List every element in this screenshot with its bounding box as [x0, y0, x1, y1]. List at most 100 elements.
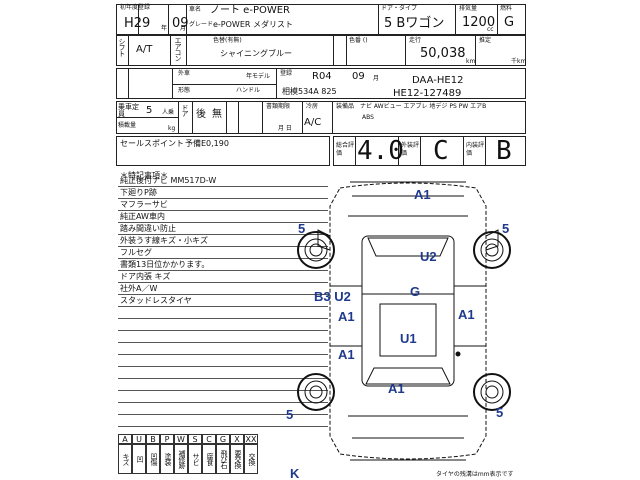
thousand-km-label: 千km	[511, 58, 527, 65]
mark-left-rear-tire: 5	[286, 407, 294, 422]
mileage: 50,038	[420, 46, 466, 61]
exterior-rating-label: 外装評価	[401, 142, 420, 157]
tire-note: タイヤの残溝はmm表示です	[436, 471, 514, 478]
reg-era: R04	[312, 71, 332, 82]
note-line: 書類13日位かかります。	[120, 260, 210, 269]
sales-point-text: 予備E0,190	[185, 139, 229, 148]
first-reg-month: 09	[172, 16, 189, 31]
legend-header: W	[174, 434, 188, 444]
exterior-rating: C	[433, 136, 449, 166]
first-reg-label: 初年度登録	[120, 4, 151, 11]
month-label: 月	[180, 25, 187, 32]
fuel-label: 燃料	[500, 5, 513, 12]
legend-header: P	[160, 434, 174, 444]
car-diagram	[317, 181, 499, 461]
mark-right-front-tire: 5	[502, 221, 510, 236]
displacement-label: 排気量	[459, 5, 478, 12]
legend-label: サビ	[188, 444, 202, 474]
note-line: 純正AW車内	[120, 212, 165, 221]
legend-header: C	[202, 434, 216, 444]
legend-label: 要交換	[230, 444, 244, 474]
load-unit: kg	[168, 125, 176, 132]
shift: A/T	[136, 44, 153, 55]
car-name-label: 車名	[189, 6, 202, 13]
mark-left-front-tire: 5	[298, 221, 306, 236]
window-label: 後	[196, 109, 206, 120]
header-frame	[116, 4, 526, 35]
plate-number: 相模534A 825	[282, 87, 337, 96]
mileage-label: 走行	[409, 37, 422, 44]
interior-rating-label: 内装評価	[466, 142, 485, 157]
year-label: 年	[161, 25, 168, 32]
window-value: 無	[212, 109, 222, 120]
cc-label: cc	[487, 26, 494, 33]
legend-header: B	[146, 434, 160, 444]
total-rating-label: 総合評価	[336, 142, 355, 157]
row2-frame	[116, 35, 526, 66]
rating-box	[333, 136, 526, 166]
legend-header: X	[230, 434, 244, 444]
legend-header: U	[132, 434, 146, 444]
model-code: DAA-HE12	[412, 75, 464, 86]
chassis-number: HE12-127489	[393, 88, 462, 99]
mark-left-door-rear: A1	[338, 347, 355, 362]
legend-label: キズ	[118, 444, 132, 474]
legend-label: 交換	[244, 444, 258, 474]
sales-point-label: セールスポイント	[120, 139, 184, 148]
legend-label: 飛び石	[216, 444, 230, 474]
mark-g: G	[410, 284, 421, 299]
shift-label: シフト	[118, 38, 126, 56]
shape-label: 形態	[178, 87, 191, 94]
legend-label: 補修跡	[174, 444, 188, 474]
capacity-unit: 人乗	[162, 109, 175, 116]
reg-label: 登録	[280, 70, 293, 77]
note-line: 下廻りP跡	[120, 188, 157, 197]
legend-header: A	[118, 434, 132, 444]
door-label: ドア	[181, 104, 189, 116]
mark-trunk: A1	[388, 381, 405, 396]
right-rear-tire-icon	[473, 373, 511, 411]
first-reg-year: H29	[124, 16, 151, 31]
legend-label: 凹	[132, 444, 146, 474]
color-label: 色替(有無)	[213, 37, 242, 44]
grade-label: グレード	[189, 21, 214, 28]
estimate-label: 推定	[479, 37, 492, 44]
mark-k: K	[290, 466, 300, 480]
doc-unit: 月 日	[278, 125, 292, 132]
legend-header: G	[216, 434, 230, 444]
reg-month: 09	[352, 71, 365, 82]
interior-rating: B	[496, 136, 512, 166]
reg-month-label: 月	[373, 75, 380, 82]
total-rating: 4.0	[357, 136, 404, 166]
displacement: 1200	[462, 15, 496, 30]
capacity: 5	[146, 105, 153, 116]
fuel: G	[504, 15, 515, 30]
handle-label: ハンドル	[236, 87, 261, 94]
legend-label: 凹傷	[146, 444, 160, 474]
aircon-label: エアコン	[174, 37, 182, 61]
car-name: ノート e-POWER	[210, 5, 290, 16]
mark-right-rear-tire: 5	[496, 405, 504, 420]
mark-center: U1	[400, 331, 417, 346]
door-type-label: ドア・タイプ	[381, 5, 418, 12]
capacity-label: 乗車定員	[118, 103, 139, 118]
note-line: 純正後付ナビ MM517D-W	[120, 176, 217, 185]
model-year-label: 年モデル	[246, 73, 271, 80]
left-rear-tire-icon	[297, 373, 335, 411]
mark-left-door-front: A1	[338, 309, 355, 324]
equip-items2: ABS	[362, 114, 374, 121]
note-line: マフラーサビ	[120, 200, 168, 209]
note-line: 社外A／W	[120, 284, 158, 293]
door-type: 5 Bワゴン	[384, 16, 445, 31]
legend-header: XX	[244, 434, 258, 444]
sales-point-box	[116, 136, 330, 166]
ac-label: 冷房	[306, 103, 319, 110]
legend-header: S	[188, 434, 202, 444]
equip-items: ナビ AWビュー エアブレ 地デジ PS PW エアB	[360, 103, 487, 110]
mark-right-door: A1	[458, 307, 475, 322]
notes-title: ＊特記事項＊	[120, 171, 168, 180]
right-front-tire-icon	[473, 231, 511, 269]
inner-color-label: 色番 ()	[349, 37, 368, 44]
row3-frame	[116, 68, 526, 99]
note-line: 外装うす線キズ・小キズ	[120, 236, 208, 245]
